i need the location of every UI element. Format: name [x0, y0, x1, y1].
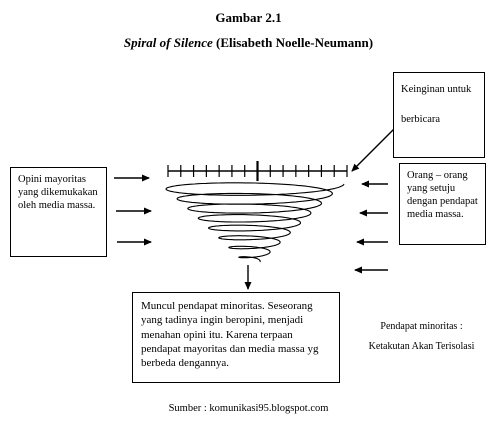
minority-note-title: Pendapat minoritas : — [380, 321, 463, 332]
spiral-of-silence — [165, 182, 345, 263]
figure-title: Spiral of Silence (Elisabeth Noelle-Neum… — [0, 35, 497, 51]
figure-title-italic: Spiral of Silence — [123, 35, 213, 50]
right-arrows — [354, 180, 388, 274]
agreeing-people-box: Orang – orang yang setuju dengan pendapa… — [399, 163, 486, 245]
desire-to-speak-box: Keinginan untuk berbicara — [393, 72, 485, 158]
source-credit: Sumber : komunikasi95.blogspot.com — [168, 403, 329, 414]
figure-label: Gambar 2.1 — [215, 10, 282, 25]
left-arrows — [114, 174, 152, 246]
minority-emerges-box: Muncul pendapat minoritas. Seseorang yan… — [132, 292, 340, 383]
desire-line-2: berbicara — [401, 114, 441, 126]
figure-title-rest: (Elisabeth Noelle-Neumann) — [212, 35, 374, 50]
minority-note-fear: Ketakutan Akan Terisolasi — [368, 341, 475, 352]
desire-arrow — [351, 123, 400, 172]
desire-line-1: Keinginan untuk — [401, 84, 472, 95]
majority-opinion-box: Opini mayoritas yang dikemukakan oleh me… — [10, 167, 107, 257]
opinion-scale-bar — [167, 161, 348, 181]
